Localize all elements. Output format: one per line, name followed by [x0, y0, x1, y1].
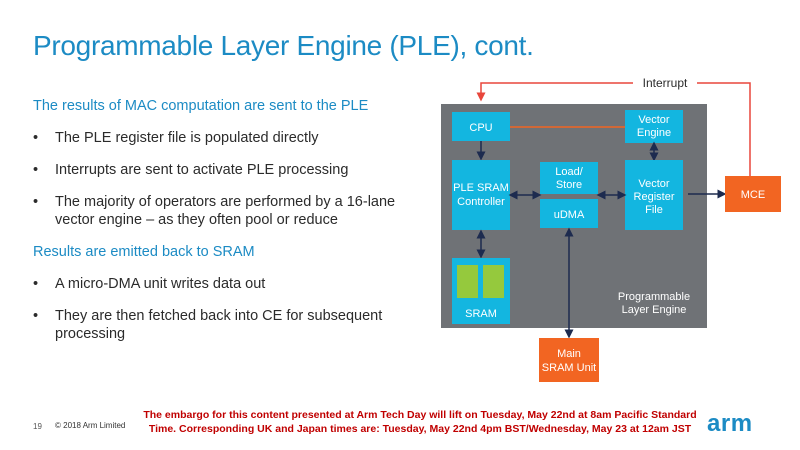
cpu-box	[452, 112, 510, 141]
sram-bank	[457, 265, 478, 298]
ple-label-line2: Layer Engine	[622, 304, 687, 316]
mce-label: MCE	[741, 189, 765, 201]
vector-register-file-box	[625, 160, 683, 230]
bullet-item: They are then fetched back into CE for s…	[33, 307, 428, 343]
interrupt-label: Interrupt	[643, 76, 688, 90]
ple-sram-controller-line1: PLE SRAM	[453, 182, 509, 194]
page-number: 19	[33, 422, 42, 431]
load-store-box	[540, 162, 598, 194]
slide-title: Programmable Layer Engine (PLE), cont.	[33, 30, 534, 61]
embargo-notice: The embargo for this content presented a…	[143, 409, 697, 435]
main-sram-line1: Main	[557, 348, 581, 360]
copyright: © 2018 Arm Limited	[55, 421, 126, 430]
ple-sram-controller-line2: Controller	[457, 196, 505, 208]
ple-sram-controller-box	[452, 160, 510, 230]
udma-label: uDMA	[554, 209, 585, 221]
bullet-item: The majority of operators are performed …	[33, 193, 428, 229]
ple-label-line1: Programmable	[618, 291, 690, 303]
interrupt-line	[697, 82, 751, 176]
section2-heading: Results are emitted back to SRAM	[33, 244, 255, 260]
load-store-line2: Store	[556, 179, 582, 191]
sram-bank	[483, 265, 504, 298]
main-sram-line2: SRAM Unit	[542, 362, 596, 374]
udma-box	[540, 199, 598, 228]
load-store-line1: Load/	[555, 166, 583, 178]
vector-engine-box	[625, 110, 683, 143]
main-sram-unit-box	[539, 338, 599, 382]
bullet-item: Interrupts are sent to activate PLE proc…	[33, 161, 428, 179]
mce-box	[725, 176, 781, 212]
slide-content: The results of MAC computation are sent …	[33, 97, 428, 357]
vector-engine-label-line1: Vector	[638, 114, 670, 126]
bullet-item: A micro-DMA unit writes data out	[33, 275, 428, 293]
bullet-item: The PLE register file is populated direc…	[33, 129, 428, 147]
arm-logo: arm	[707, 410, 753, 437]
vector-register-file-line2: Register	[634, 191, 675, 203]
vector-register-file-line1: Vector	[638, 178, 670, 190]
sram-label: SRAM	[465, 308, 497, 320]
section1-heading: The results of MAC computation are sent …	[33, 98, 369, 114]
vector-register-file-line3: File	[645, 204, 663, 216]
cpu-label: CPU	[469, 122, 492, 134]
interrupt-line	[476, 82, 633, 102]
vector-engine-label-line2: Engine	[637, 127, 671, 139]
